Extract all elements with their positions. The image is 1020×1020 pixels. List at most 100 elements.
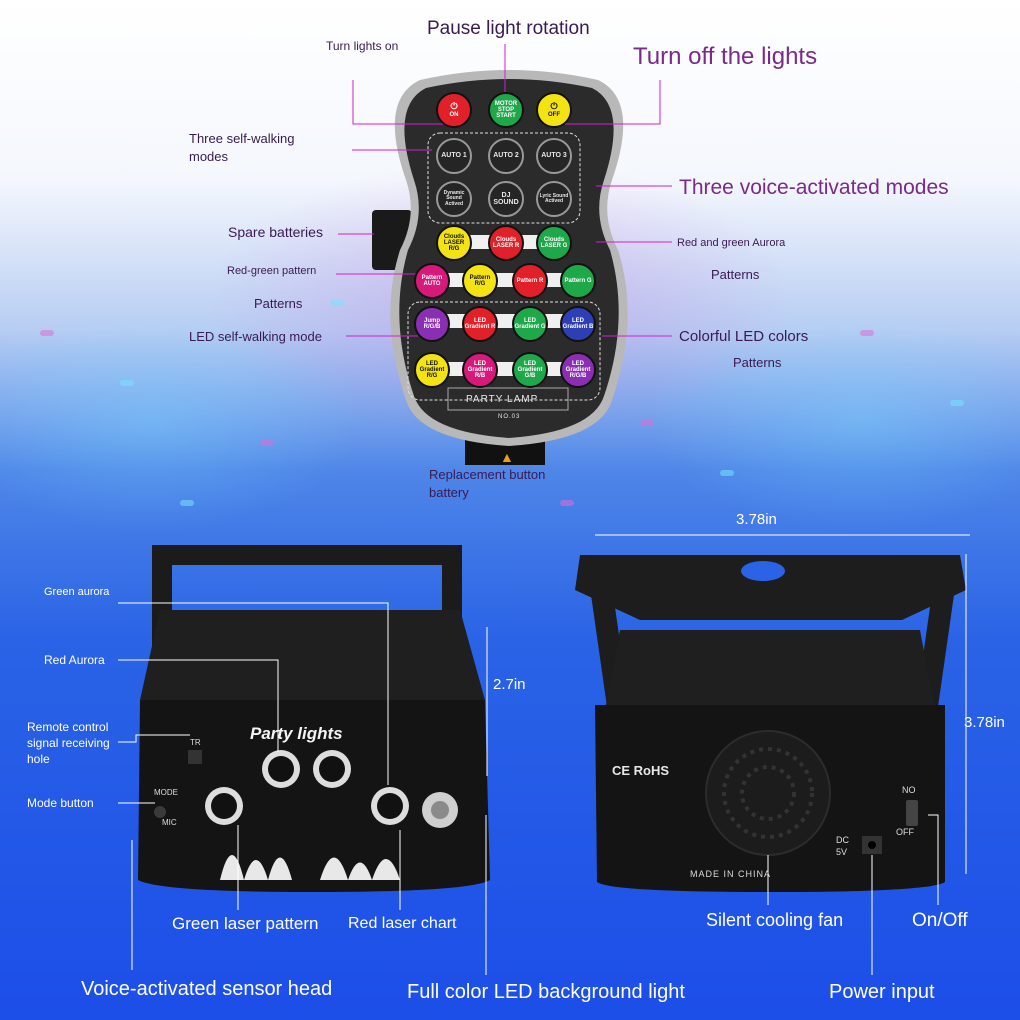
led-gradient-rgb-label: LED Gradient R/G/B	[565, 360, 591, 380]
width-dimension: 3.78in	[736, 511, 777, 528]
full-color-label: Full color LED background light	[407, 981, 685, 1003]
led-gradient-rb-button[interactable]: LED Gradient R/B	[462, 352, 498, 388]
clouds-laser-rg-label: Clouds LASER R/G	[443, 233, 465, 253]
auto-2-label: AUTO 2	[493, 152, 519, 160]
mode-label: MODE	[154, 788, 178, 797]
power-off-label: OFF	[548, 111, 560, 118]
back-body-top	[605, 630, 935, 710]
sparkle	[260, 440, 274, 446]
device-leader-lines	[118, 602, 939, 975]
clouds-laser-r-button[interactable]: Clouds LASER R	[488, 225, 524, 261]
mic-label: MIC	[162, 818, 177, 827]
fan-grille-ring	[740, 765, 796, 821]
silent-fan-label: Silent cooling fan	[706, 910, 844, 930]
led-gradient-g-button[interactable]: LED Gradient G	[512, 306, 548, 342]
power-on-label: ON	[449, 111, 459, 118]
remote-hole-label: Remote control signal receiving hole	[27, 720, 110, 767]
power-input-label: Power input	[829, 981, 935, 1003]
remote-control: ⏻ON MOTOR STOP START ⏻OFF AUTO 1 AUTO 2 …	[404, 78, 614, 453]
red-green-aurora-label: Red and green Aurora	[677, 237, 786, 249]
led-gradient-rg-label: LED Gradient R/G	[419, 360, 445, 380]
dc-jack-hole	[868, 841, 876, 849]
rg-pattern-label: Red-green pattern	[227, 265, 317, 277]
led-gradient-gb-button[interactable]: LED Gradient G/B	[512, 352, 548, 388]
height-dimension-left: 2.7in	[493, 676, 526, 693]
laser-aperture-inner	[268, 756, 294, 782]
red-aurora-label: Red Aurora	[44, 653, 105, 667]
ir-receiver	[188, 750, 202, 764]
arrow-up-icon: ▲	[500, 449, 514, 465]
pattern-g-button[interactable]: Pattern G	[560, 263, 596, 299]
led-gradient-r-label: LED Gradient R	[464, 317, 496, 330]
lyric-sound-label: Lyric Sound Actived	[539, 192, 569, 204]
power-switch	[906, 800, 918, 826]
turn-off-label: Turn off the lights	[633, 43, 818, 70]
red-laser-label: Red laser chart	[348, 915, 457, 932]
sparkle	[640, 420, 654, 426]
led-gradient-r-button[interactable]: LED Gradient R	[462, 306, 498, 342]
clouds-laser-rg-button[interactable]: Clouds LASER R/G	[436, 225, 472, 261]
patterns-right2-label: Patterns	[733, 355, 782, 370]
clouds-laser-g-button[interactable]: Clouds LASER G	[536, 225, 572, 261]
led-gradient-rgb-button[interactable]: LED Gradient R/G/B	[560, 352, 596, 388]
power-on-button[interactable]: ⏻ON	[436, 92, 472, 128]
motor-label: MOTOR STOP START	[494, 100, 518, 120]
auto-3-label: AUTO 3	[541, 152, 567, 160]
front-body-top	[140, 610, 485, 700]
green-laser-aperture-inner	[211, 793, 237, 819]
dynamic-sound-label: Dynamic Sound Actived	[443, 190, 465, 207]
top-leader-lines	[336, 44, 672, 337]
sparkle	[330, 300, 344, 306]
pattern-rg-label: Pattern R/G	[469, 274, 491, 287]
led-gradient-g-label: LED Gradient G	[514, 317, 546, 330]
fan-grille-ring	[722, 747, 814, 839]
sparkle	[120, 380, 134, 386]
clouds-laser-g-label: Clouds LASER G	[540, 236, 568, 249]
auto-2-button[interactable]: AUTO 2	[488, 138, 524, 174]
jump-rgb-button[interactable]: Jump R/G/B	[414, 306, 450, 342]
patterns-right-label: Patterns	[711, 267, 760, 282]
made-in-label: MADE IN CHINA	[690, 869, 772, 879]
switch-on-label: NO	[902, 785, 916, 795]
model-label: NO.03	[498, 414, 521, 420]
pause-label: Pause light rotation	[427, 18, 590, 39]
pattern-r-button[interactable]: Pattern R	[512, 263, 548, 299]
voice-modes-label: Three voice-activated modes	[679, 176, 949, 199]
height-dimension-right: 3.78in	[964, 714, 1005, 731]
pattern-auto-label: Pattern AUTO	[421, 274, 443, 287]
patterns-left-label: Patterns	[254, 296, 303, 311]
led-gradient-b-label: LED Gradient B	[562, 317, 594, 330]
auto-1-button[interactable]: AUTO 1	[436, 138, 472, 174]
dj-sound-label: DJ SOUND	[493, 191, 519, 206]
voice-sensor-label: Voice-activated sensor head	[81, 978, 333, 1000]
led-self-walking-label: LED self-walking mode	[189, 329, 322, 344]
sparkle	[560, 500, 574, 506]
dj-sound-button[interactable]: DJ SOUND	[488, 181, 524, 217]
lyric-sound-button[interactable]: Lyric Sound Actived	[536, 181, 572, 217]
led-gradient-gb-label: LED Gradient G/B	[517, 360, 543, 380]
mode-button-label: Mode button	[27, 796, 94, 810]
led-gradient-rg-button[interactable]: LED Gradient R/G	[414, 352, 450, 388]
green-laser-label: Green laser pattern	[172, 914, 319, 933]
laser-aperture-inner	[319, 756, 345, 782]
sparkle	[180, 500, 194, 506]
green-aurora-label: Green aurora	[44, 586, 110, 598]
motor-stop-start-button[interactable]: MOTOR STOP START	[488, 92, 524, 128]
mode-knob	[154, 806, 166, 818]
auto-3-button[interactable]: AUTO 3	[536, 138, 572, 174]
colorful-led-label: Colorful LED colors	[679, 328, 809, 345]
spare-batteries-label: Spare batteries	[228, 224, 323, 240]
led-gradient-b-button[interactable]: LED Gradient B	[560, 306, 596, 342]
turn-on-label: Turn lights on	[326, 39, 399, 53]
sparkle	[720, 470, 734, 476]
pattern-auto-button[interactable]: Pattern AUTO	[414, 263, 450, 299]
on-off-label: On/Off	[912, 910, 968, 931]
brand-label: Party lights	[250, 724, 343, 743]
front-face	[138, 700, 490, 892]
power-off-button[interactable]: ⏻OFF	[536, 92, 572, 128]
front-handle-top	[152, 545, 462, 565]
dynamic-sound-button[interactable]: Dynamic Sound Actived	[436, 181, 472, 217]
sparkle	[40, 330, 54, 336]
pattern-rg-button[interactable]: Pattern R/G	[462, 263, 498, 299]
pattern-g-label: Pattern G	[564, 277, 592, 284]
